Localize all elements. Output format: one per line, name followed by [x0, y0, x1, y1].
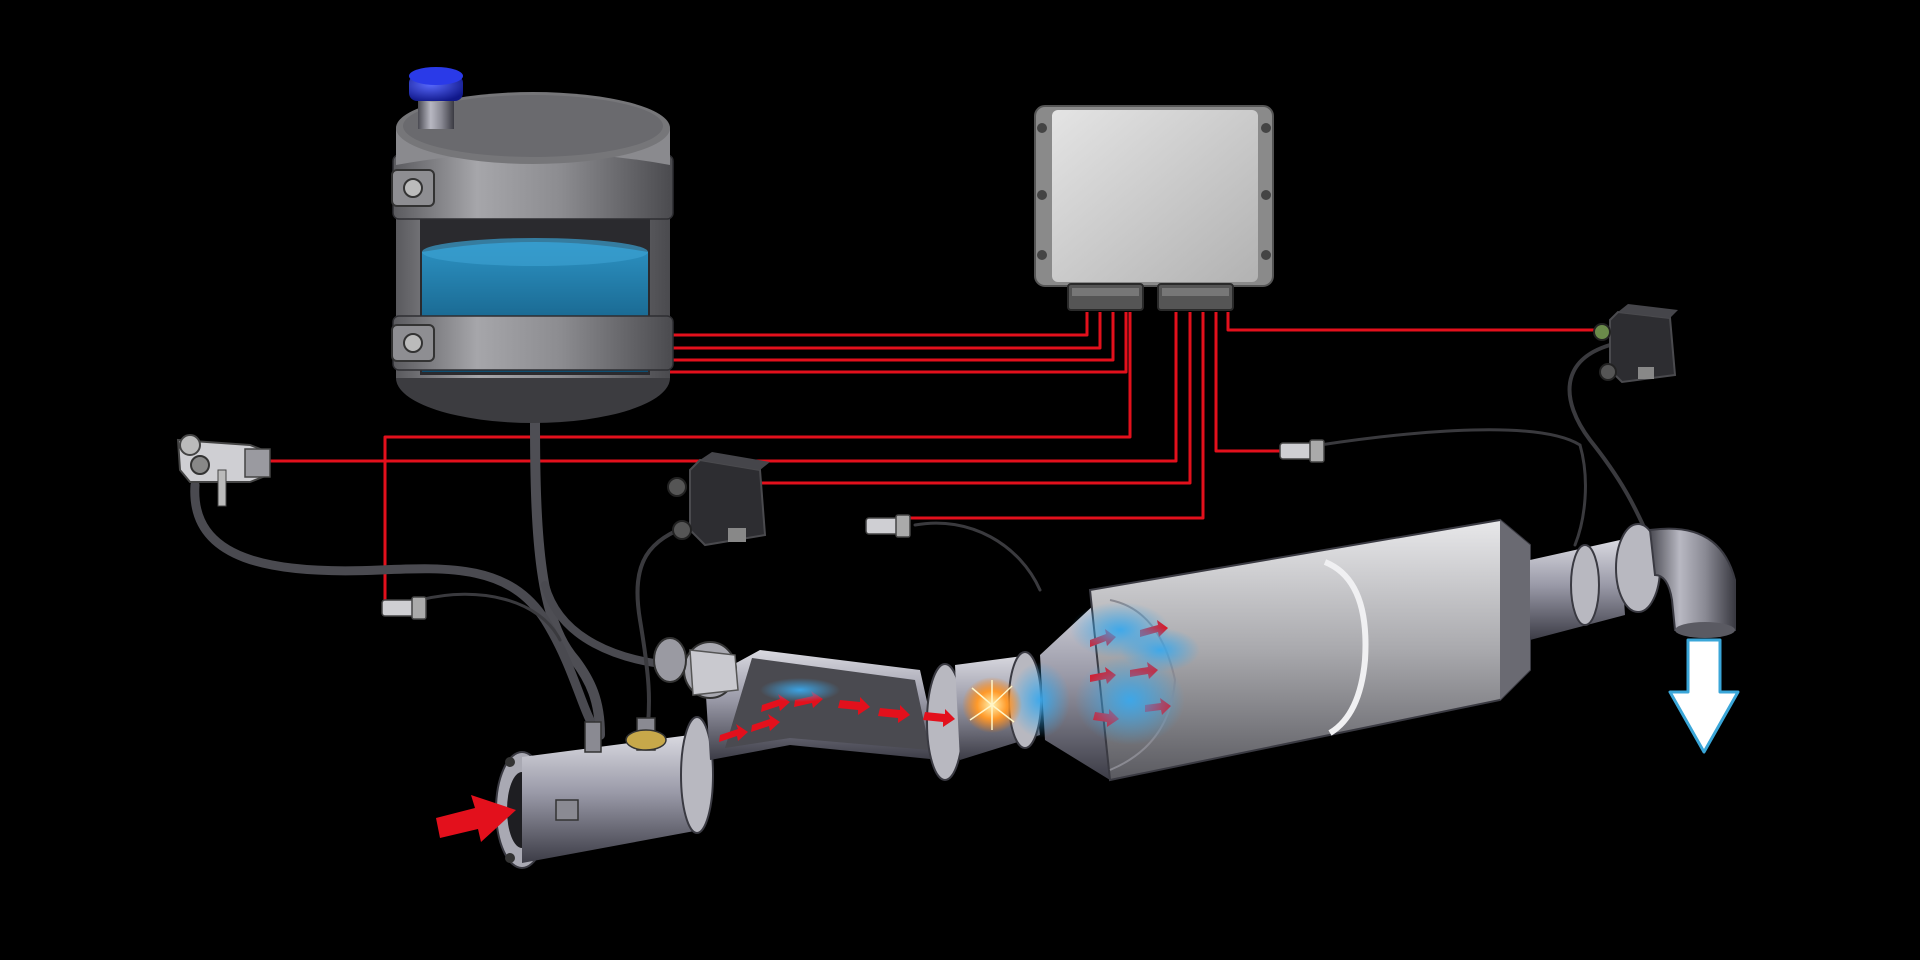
temperature-sensor-3	[1279, 439, 1325, 463]
wire-tank-3	[670, 312, 1115, 362]
tank-supply-line	[530, 415, 605, 740]
def-spray	[760, 602, 1200, 745]
ecu-connector-left	[1067, 283, 1144, 311]
scr-catalyst	[1088, 518, 1531, 782]
temp1-cable	[418, 592, 562, 642]
exhaust-outlet-elbow	[1648, 527, 1736, 638]
doser-line	[541, 581, 674, 669]
wire-temp-sensor-1	[383, 312, 1132, 610]
wiring-harness	[262, 312, 1600, 610]
outlet-flow-arrow	[1668, 638, 1740, 754]
wire-pressure-sensor	[262, 312, 1178, 463]
ecu-control-unit	[1034, 105, 1274, 311]
doser-injector	[653, 637, 739, 699]
wire-tank-4	[670, 312, 1128, 374]
flow-indicators	[719, 602, 1200, 745]
ecu-connector-right	[1157, 283, 1234, 311]
wire-nox-upstream	[760, 312, 1192, 485]
nox-downstream-cable	[1567, 343, 1652, 542]
temperature-sensor-2	[865, 514, 911, 538]
pressure-sensor	[176, 434, 271, 507]
wire-temp-sensor-2	[905, 312, 1205, 520]
sensor-cables	[190, 343, 1652, 740]
exhaust-pipe	[495, 518, 1736, 869]
def-tank	[391, 67, 674, 423]
wire-tank-2	[670, 312, 1102, 350]
wire-temp-sensor-3	[1214, 312, 1284, 453]
temperature-sensor-1	[381, 596, 427, 620]
pressure-line	[190, 480, 595, 725]
inlet-flow-arrow	[436, 795, 516, 842]
temp3-cable	[1318, 428, 1587, 547]
tank-cap-icon	[409, 67, 463, 101]
nox-sensor-module-upstream	[667, 452, 770, 547]
temp2-cable	[913, 521, 1042, 592]
nox-upstream-cable	[635, 523, 692, 727]
nox-sensor-module-downstream	[1593, 304, 1678, 384]
mixer-burst	[962, 677, 1022, 733]
wire-nox-downstream	[1226, 312, 1600, 332]
wire-tank-1	[670, 312, 1089, 337]
